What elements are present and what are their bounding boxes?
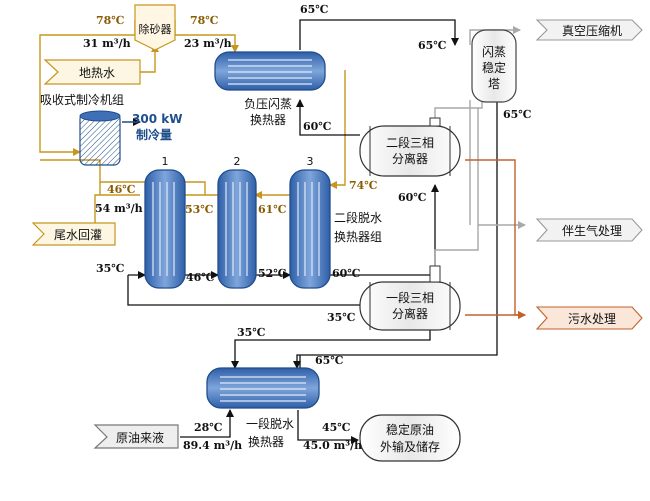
second-separator-label-2: 分离器 [392,151,428,166]
crude-in-temp: 28℃ [194,421,223,434]
flash-stabilization-tower: 闪蒸 稳定 塔 [471,29,517,103]
second-stage-dehydration-hx-group: 1 2 3 二段脱水 换热器组 [144,155,382,289]
flash-tower-label-2: 稳定 [482,60,506,75]
second-stage-separator: 二段三相 分离器 [359,117,461,177]
hx-3: 3 [289,155,331,289]
neg-pressure-flash-hx: 负压闪蒸 换热器 [214,51,326,127]
geo-in-temp: 78℃ [96,14,125,27]
hx-first-65: 65℃ [315,354,344,367]
stable-flow: 45.0 m³/h [303,439,362,452]
neg-pressure-flash-hx-label-1: 负压闪蒸 [244,97,292,111]
crude-feed-tag: 原油来液 [93,424,179,449]
associated-gas-label: 伴生气处理 [562,223,622,238]
flash-tower-label-3: 塔 [488,77,500,91]
neg-pressure-flash-hx-label-2: 换热器 [250,113,286,127]
tail-flow: 54 m³/h [95,202,143,215]
flash-bottom-temp: 65℃ [503,108,532,121]
oil-lines [127,19,498,444]
flash-top-temp-b: 65℃ [418,39,447,52]
geo-in-flow: 31 m³/h [83,37,131,50]
associated-gas-tag: 伴生气处理 [535,218,643,242]
second-separator-label-1: 二段三相 [386,135,434,150]
hx2-hot-out: 61℃ [258,203,287,216]
hx3-temp: 60℃ [332,267,361,280]
flash-hx-temp: 60℃ [303,120,332,133]
hx-3-number: 3 [307,155,314,168]
desander-label: 除砂器 [139,22,172,36]
cooling-capacity-label: 制冷量 [136,127,172,142]
sewage-treatment-tag: 污水处理 [535,306,643,330]
first-dehydration-label-1: 一段脱水 [246,416,294,431]
stable-crude-vessel: 稳定原油 外输及储存 [359,414,461,462]
sep2-temp: 60℃ [398,191,427,204]
geothermal-water-label: 地热水 [79,66,115,80]
flash-top-temp-a: 65℃ [300,3,329,16]
second-dehydration-label-2: 换热器组 [334,230,382,244]
sewage-lines [465,159,526,319]
second-dehydration-label-1: 二段脱水 [334,210,382,225]
tail-water-tag: 尾水回灌 [31,222,116,246]
crude-hx-inlet-temp: 35℃ [96,262,125,275]
hx-1-number: 1 [162,155,169,168]
first-dehydration-label-2: 换热器 [248,435,284,449]
cooling-capacity-value: 300 kW [132,112,182,126]
stable-crude-label-1: 稳定原油 [386,422,434,437]
first-stage-separator: 一段三相 分离器 [359,265,461,331]
annotations: 78℃ 31 m³/h 78℃ 23 m³/h 65℃ 65℃ 65℃ 60℃ … [83,3,532,452]
geo-out-temp: 78℃ [190,14,219,27]
hx3-hot-in: 74℃ [349,179,378,192]
hx-1: 1 [144,155,186,289]
first-stage-dehydration-hx: 一段脱水 换热器 [206,367,320,449]
geo-out-flow: 23 m³/h [184,37,232,50]
sep1-temp: 35℃ [327,311,356,324]
vacuum-compressor-tag: 真空压缩机 [535,19,643,41]
desander: 除砂器 [134,4,176,51]
vacuum-compressor-label: 真空压缩机 [562,23,622,38]
hx1-temp: 46℃ [186,271,215,284]
flash-tower-label-1: 闪蒸 [482,45,506,59]
hx-2-number: 2 [234,155,241,168]
hx-2: 2 [217,155,257,289]
crude-in-flow: 89.4 m³/h [183,439,242,452]
first-separator-label-1: 一段三相 [386,290,434,305]
hx1-hot-out: 53℃ [185,203,214,216]
absorption-chiller-label: 吸收式制冷机组 [40,93,124,107]
first-separator-label-2: 分离器 [392,306,428,321]
absorption-chiller: 吸收式制冷机组 300 kW 制冷量 [40,93,182,166]
crude-feed-label: 原油来液 [116,430,164,445]
stable-temp: 45℃ [322,421,351,434]
tail-temp: 46℃ [107,183,136,196]
stable-crude-label-2: 外输及储存 [380,439,440,454]
geothermal-water-tag: 地热水 [43,59,141,85]
hx2-temp: 52℃ [258,267,287,280]
sep1-feed-temp: 35℃ [237,326,266,339]
tail-water-label: 尾水回灌 [54,228,102,242]
sewage-treatment-label: 污水处理 [568,312,616,326]
